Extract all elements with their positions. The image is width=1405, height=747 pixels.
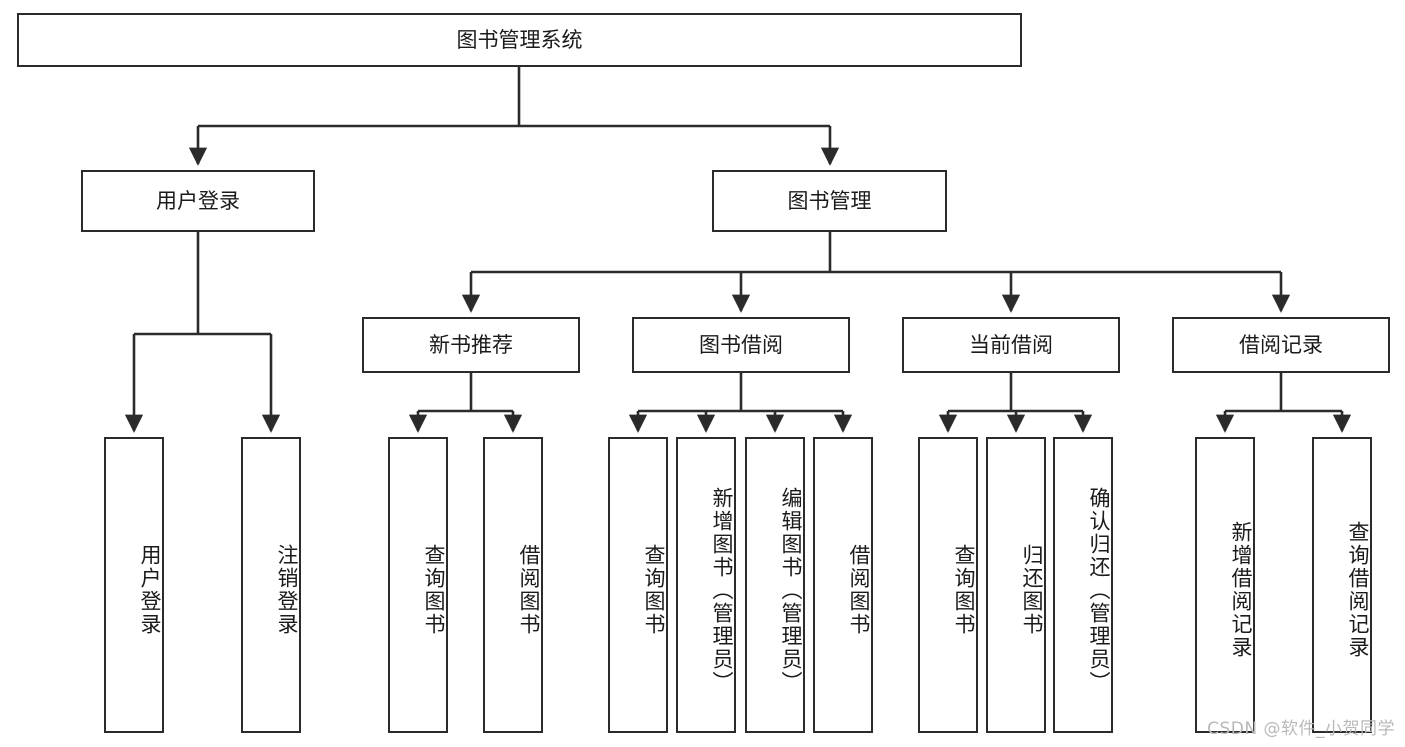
node-current-borrow[interactable]: 当前借阅 [902, 317, 1120, 373]
leaf-query-book-1-label: 查询图书 [422, 544, 446, 636]
leaf-borrow-book-1[interactable]: 借阅图书 [483, 437, 543, 733]
leaf-user-login-label: 用户登录 [138, 544, 162, 636]
leaf-borrow-book-1-label: 借阅图书 [517, 544, 541, 636]
node-user-login-label: 用户登录 [156, 188, 240, 213]
node-new-book-recommend-label: 新书推荐 [429, 332, 513, 357]
leaf-return-book-label: 归还图书 [1020, 544, 1044, 636]
leaf-query-record-label: 查询借阅记录 [1346, 521, 1370, 659]
leaf-user-logout-label: 注销登录 [275, 544, 299, 636]
leaf-return-book[interactable]: 归还图书 [986, 437, 1046, 733]
node-book-borrow[interactable]: 图书借阅 [632, 317, 850, 373]
leaf-query-book-3-label: 查询图书 [952, 544, 976, 636]
node-current-borrow-label: 当前借阅 [969, 332, 1053, 357]
node-book-manage-label: 图书管理 [787, 188, 872, 213]
leaf-user-login[interactable]: 用户登录 [104, 437, 164, 733]
leaf-confirm-return-label: 确认归还（管理员） [1087, 486, 1111, 694]
csdn-watermark: CSDN @软件_小贺同学 [1207, 719, 1395, 739]
node-book-borrow-label: 图书借阅 [699, 332, 783, 357]
leaf-query-record[interactable]: 查询借阅记录 [1312, 437, 1372, 733]
leaf-add-record[interactable]: 新增借阅记录 [1195, 437, 1255, 733]
leaf-query-book-3[interactable]: 查询图书 [918, 437, 978, 733]
leaf-user-logout[interactable]: 注销登录 [241, 437, 301, 733]
node-book-manage[interactable]: 图书管理 [712, 170, 947, 232]
node-borrow-record[interactable]: 借阅记录 [1172, 317, 1390, 373]
leaf-add-record-label: 新增借阅记录 [1229, 521, 1253, 659]
leaf-query-book-2[interactable]: 查询图书 [608, 437, 668, 733]
leaf-add-book[interactable]: 新增图书（管理员） [676, 437, 736, 733]
node-borrow-record-label: 借阅记录 [1239, 332, 1323, 357]
node-root-label: 图书管理系统 [456, 27, 583, 52]
leaf-confirm-return[interactable]: 确认归还（管理员） [1053, 437, 1113, 733]
leaf-add-book-label: 新增图书（管理员） [710, 486, 734, 694]
node-root[interactable]: 图书管理系统 [17, 13, 1022, 67]
leaf-borrow-book-2-label: 借阅图书 [847, 544, 871, 636]
leaf-borrow-book-2[interactable]: 借阅图书 [813, 437, 873, 733]
leaf-edit-book[interactable]: 编辑图书（管理员） [745, 437, 805, 733]
leaf-query-book-2-label: 查询图书 [642, 544, 666, 636]
leaf-query-book-1[interactable]: 查询图书 [388, 437, 448, 733]
node-user-login[interactable]: 用户登录 [81, 170, 315, 232]
leaf-edit-book-label: 编辑图书（管理员） [779, 486, 803, 694]
node-new-book-recommend[interactable]: 新书推荐 [362, 317, 580, 373]
